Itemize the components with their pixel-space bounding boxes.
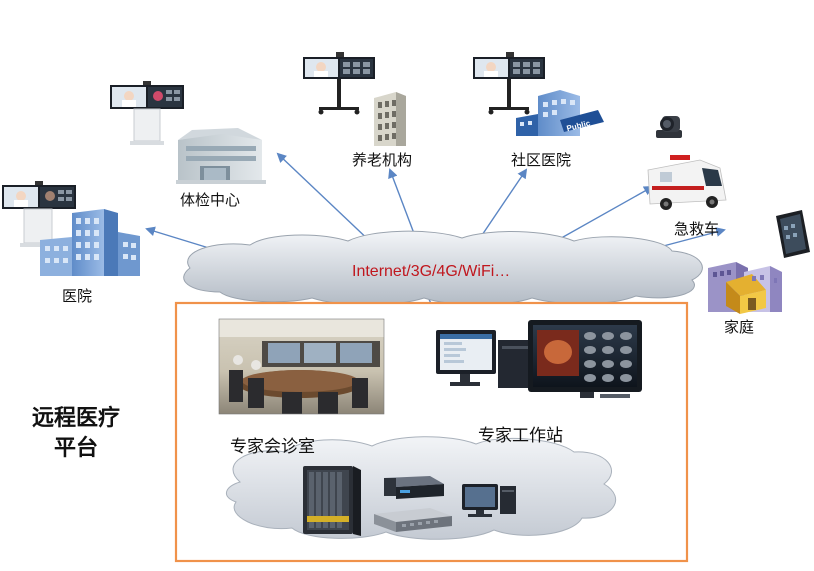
label-community-hospital: 社区医院 xyxy=(511,151,572,169)
rack-server-icon xyxy=(303,466,361,536)
ptz-camera-icon xyxy=(656,116,682,138)
label-home: 家庭 xyxy=(724,318,755,336)
desktop-computer-icon xyxy=(462,484,516,517)
rackmount-server-icon xyxy=(374,508,452,532)
platform-title: 远程医疗 平台 xyxy=(20,404,132,464)
elderly-institution-building-icon xyxy=(374,92,406,146)
label-ambulance: 急救车 xyxy=(674,220,720,238)
label-expert-workstation: 专家工作站 xyxy=(478,426,563,446)
video-terminal-checkup-icon xyxy=(110,81,184,145)
home-building-icon xyxy=(708,262,782,314)
arrow-to-checkup xyxy=(276,152,376,247)
platform-title-line-1: 远程医疗 xyxy=(31,406,120,431)
checkup-center-building-icon xyxy=(176,128,266,184)
arrow-to-community xyxy=(475,168,528,245)
label-elderly-institution: 养老机构 xyxy=(352,151,413,169)
video-terminal-elderly-icon xyxy=(303,52,375,115)
network-box-icon xyxy=(384,476,444,499)
ambulance-icon xyxy=(647,155,727,210)
label-checkup-center: 体检中心 xyxy=(180,191,241,209)
video-terminal-community-icon xyxy=(473,52,545,115)
internet-cloud xyxy=(183,230,703,306)
hospital-building-icon xyxy=(40,209,140,276)
workstation-icon xyxy=(436,320,642,398)
label-hospital: 医院 xyxy=(62,287,93,305)
video-terminal-hospital-icon xyxy=(2,181,76,247)
tablet-device-icon xyxy=(776,210,810,258)
consultation-room-photo xyxy=(218,318,385,415)
label-consultation-room: 专家会诊室 xyxy=(230,437,315,457)
network-label: Internet/3G/4G/WiFi… xyxy=(352,263,510,280)
platform-title-line-2: 平台 xyxy=(53,436,98,461)
